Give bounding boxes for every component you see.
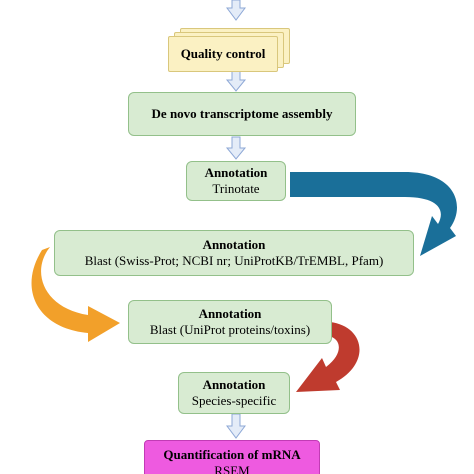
annotation-blast-toxins-title: Annotation — [198, 305, 262, 321]
curved-arrow-red — [296, 322, 360, 392]
annotation-blast-toxins-subtitle: Blast (UniProt proteins/toxins) — [149, 322, 311, 337]
annotation-blast-toxins-node: Annotation Blast (UniProt proteins/toxin… — [128, 300, 332, 344]
quality-control-title: Quality control — [180, 46, 266, 61]
annotation-species-node: Annotation Species-specific — [178, 372, 290, 414]
curved-arrow-blue — [290, 172, 457, 256]
annotation-blast-db-title: Annotation — [202, 236, 266, 252]
assembly-title: De novo transcriptome assembly — [151, 105, 333, 121]
down-arrow-top — [226, 0, 246, 21]
annotation-trinotate-subtitle: Trinotate — [212, 181, 260, 196]
curved-arrow-orange — [31, 247, 120, 342]
assembly-node: De novo transcriptome assembly — [128, 92, 356, 136]
quality-control-node: Quality control — [168, 28, 290, 72]
quantification-title: Quantification of mRNA — [163, 447, 301, 462]
down-arrow-species-to-quant — [226, 413, 246, 439]
annotation-trinotate-title: Annotation — [204, 164, 268, 180]
annotation-species-subtitle: Species-specific — [191, 393, 277, 408]
doc-sheet-front: Quality control — [168, 36, 278, 72]
annotation-trinotate-node: Annotation Trinotate — [186, 161, 286, 201]
annotation-blast-db-node: Annotation Blast (Swiss-Prot; NCBI nr; U… — [54, 230, 414, 276]
down-arrow-assembly-to-trinotate — [225, 136, 247, 160]
annotation-species-title: Annotation — [202, 376, 266, 392]
annotation-blast-db-subtitle: Blast (Swiss-Prot; NCBI nr; UniProtKB/Tr… — [84, 253, 384, 268]
down-arrow-qc-to-assembly — [225, 69, 247, 92]
quantification-node: Quantification of mRNA RSEM — [144, 440, 320, 474]
quantification-subtitle: RSEM — [214, 463, 250, 474]
